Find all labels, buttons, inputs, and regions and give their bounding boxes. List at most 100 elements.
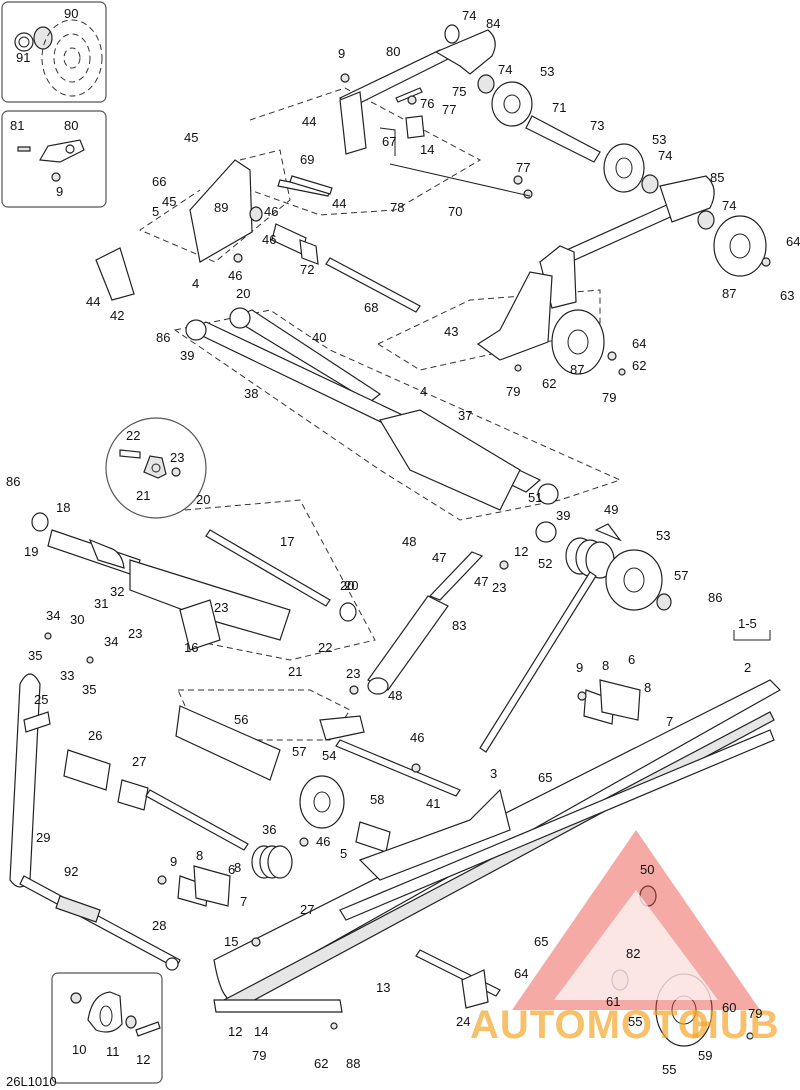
part-label: 48 bbox=[402, 534, 416, 549]
part-label: 35 bbox=[82, 682, 96, 697]
part-label: 71 bbox=[552, 100, 566, 115]
part-label: 23 bbox=[492, 580, 506, 595]
part-label: 86 bbox=[6, 474, 20, 489]
part-label: 45 bbox=[162, 194, 176, 209]
part-label: 62 bbox=[542, 376, 556, 391]
part-label: 91 bbox=[16, 50, 30, 65]
part-label: 38 bbox=[244, 386, 258, 401]
part-label: 87 bbox=[570, 362, 584, 377]
part-label: 44 bbox=[332, 196, 346, 211]
part-label: 8 bbox=[234, 860, 241, 875]
part-label: 50 bbox=[640, 862, 654, 877]
part-label: 74 bbox=[462, 8, 476, 23]
part-label: 24 bbox=[456, 1014, 470, 1029]
part-label: 79 bbox=[602, 390, 616, 405]
part-label: 20 bbox=[196, 492, 210, 507]
part-label: 46 bbox=[316, 834, 330, 849]
front-suspension-arm bbox=[31, 512, 357, 651]
part-label: 6 bbox=[628, 652, 635, 667]
part-label: 62 bbox=[632, 358, 646, 373]
part-label: 66 bbox=[152, 174, 166, 189]
part-label: 1-5 bbox=[738, 616, 757, 631]
part-label: 79 bbox=[506, 384, 520, 399]
part-label: 13 bbox=[376, 980, 390, 995]
part-label: 23 bbox=[170, 450, 184, 465]
part-label: 14 bbox=[254, 1024, 268, 1039]
part-label: 28 bbox=[152, 918, 166, 933]
part-label: 32 bbox=[110, 584, 124, 599]
part-label: 46 bbox=[262, 232, 276, 247]
part-label: 46 bbox=[264, 204, 278, 219]
part-label: 5 bbox=[152, 204, 159, 219]
slide-rail bbox=[213, 679, 781, 1013]
part-label: 72 bbox=[300, 262, 314, 277]
spring-lower bbox=[479, 523, 672, 753]
watermark-logo: AUTOMOTO HUB bbox=[470, 830, 780, 1047]
part-label: 90 bbox=[64, 6, 78, 21]
part-label: 57 bbox=[292, 744, 306, 759]
part-label: 30 bbox=[70, 612, 84, 627]
part-label: 43 bbox=[444, 324, 458, 339]
part-label: 23 bbox=[214, 600, 228, 615]
part-label: 53 bbox=[652, 132, 666, 147]
part-label: 56 bbox=[234, 712, 248, 727]
part-label: 89 bbox=[214, 200, 228, 215]
part-label: 54 bbox=[322, 748, 336, 763]
part-label: 40 bbox=[312, 330, 326, 345]
inset-circle-detail bbox=[105, 417, 207, 519]
part-label: 20 bbox=[344, 578, 358, 593]
part-label: 22 bbox=[126, 428, 140, 443]
part-label: 53 bbox=[656, 528, 670, 543]
part-label: 36 bbox=[262, 822, 276, 837]
part-label: 69 bbox=[300, 152, 314, 167]
part-label: 46 bbox=[410, 730, 424, 745]
diagram-code: 26L1010 bbox=[6, 1074, 57, 1089]
part-label: 74 bbox=[722, 198, 736, 213]
part-label: 26 bbox=[88, 728, 102, 743]
part-label: 33 bbox=[60, 668, 74, 683]
part-label: 79 bbox=[252, 1048, 266, 1063]
part-label: 64 bbox=[632, 336, 646, 351]
part-label: 88 bbox=[346, 1056, 360, 1071]
part-label: 58 bbox=[370, 792, 384, 807]
watermark-text-2: HUB bbox=[690, 1003, 780, 1047]
part-label: 39 bbox=[556, 508, 570, 523]
part-label: 82 bbox=[626, 946, 640, 961]
part-label: 9 bbox=[576, 660, 583, 675]
part-label: 49 bbox=[604, 502, 618, 517]
part-label: 53 bbox=[540, 64, 554, 79]
part-label: 22 bbox=[318, 640, 332, 655]
part-label: 8 bbox=[644, 680, 651, 695]
part-label: 31 bbox=[94, 596, 108, 611]
part-label: 55 bbox=[662, 1062, 676, 1077]
part-label: 20 bbox=[236, 286, 250, 301]
part-label: 3 bbox=[490, 766, 497, 781]
part-label: 12 bbox=[228, 1024, 242, 1039]
part-label: 7 bbox=[240, 894, 247, 909]
part-label: 41 bbox=[426, 796, 440, 811]
part-label: 9 bbox=[56, 184, 63, 199]
part-label: 73 bbox=[590, 118, 604, 133]
part-label: 21 bbox=[136, 488, 150, 503]
part-label: 9 bbox=[170, 854, 177, 869]
part-label: 8 bbox=[602, 658, 609, 673]
part-label: 18 bbox=[56, 500, 70, 515]
part-label: 67 bbox=[382, 134, 396, 149]
inset-box-bracket bbox=[1, 110, 107, 208]
part-label: 23 bbox=[346, 666, 360, 681]
part-label: 37 bbox=[458, 408, 472, 423]
part-label: 63 bbox=[780, 288, 794, 303]
front-arm-upper bbox=[95, 159, 421, 313]
part-label: 84 bbox=[486, 16, 500, 31]
part-label: 77 bbox=[442, 102, 456, 117]
part-label: 62 bbox=[314, 1056, 328, 1071]
part-label: 87 bbox=[722, 286, 736, 301]
part-label: 34 bbox=[104, 634, 118, 649]
part-label: 34 bbox=[46, 608, 60, 623]
part-label: 74 bbox=[658, 148, 672, 163]
inset-box-bottom bbox=[51, 972, 163, 1084]
part-label: 77 bbox=[516, 160, 530, 175]
part-label: 86 bbox=[156, 330, 170, 345]
part-label: 74 bbox=[498, 62, 512, 77]
part-label: 47 bbox=[474, 574, 488, 589]
